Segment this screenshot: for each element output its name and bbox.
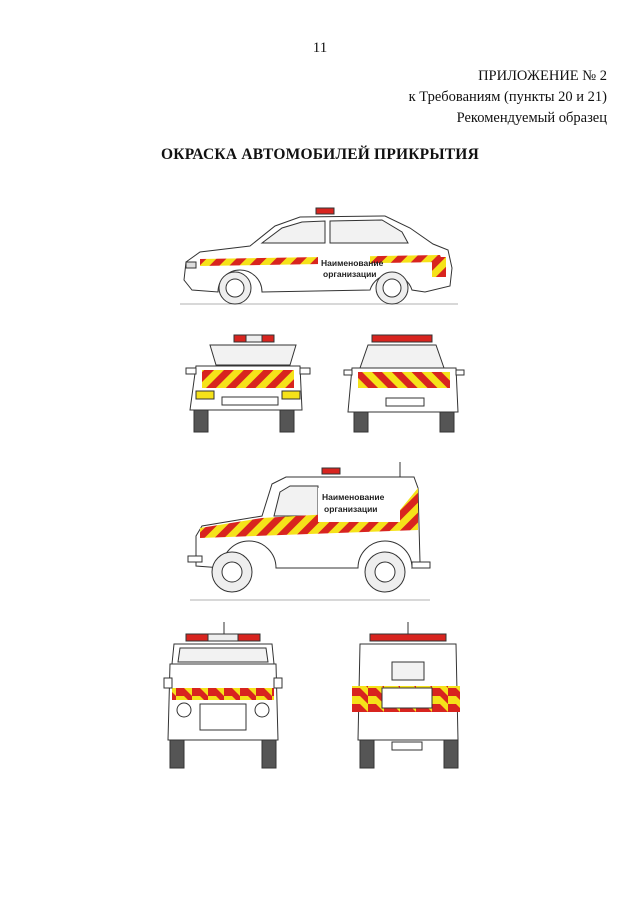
page-heading: ОКРАСКА АВТОМОБИЛЕЙ ПРИКРЫТИЯ (161, 146, 479, 163)
sedan-front-view (185, 334, 311, 433)
suv-rear-view (352, 622, 460, 769)
appendix-block: ПРИЛОЖЕНИЕ № 2 к Требованиям (пункты 20 … (409, 66, 607, 129)
sedan-side-view (180, 207, 458, 305)
suv-org-label-line2: организации (324, 504, 378, 514)
appendix-reference: к Требованиям (пункты 20 и 21) (408, 89, 607, 105)
sedan-org-label-line2: организации (323, 269, 377, 279)
appendix-note: Рекомендуемый образец (456, 110, 607, 126)
suv-org-label-line1: Наименование (322, 492, 385, 502)
appendix-title: ПРИЛОЖЕНИЕ № 2 (478, 68, 607, 84)
suv-front-view (163, 622, 283, 769)
sedan-rear-view (343, 334, 465, 433)
page-number: 11 (312, 40, 328, 56)
sedan-org-label-line1: Наименование (321, 258, 384, 268)
suv-side-view (187, 462, 431, 601)
